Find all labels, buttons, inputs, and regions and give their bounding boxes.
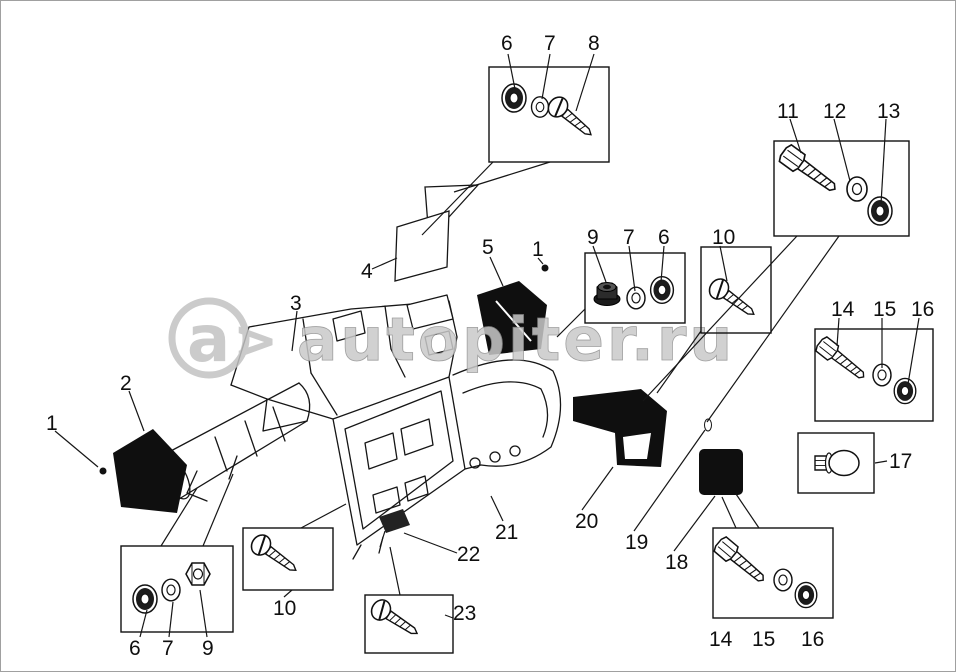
callout-top-8: 8 [588,32,600,55]
cover-part-18 [699,449,743,495]
callout-top-6: 6 [501,32,513,55]
fastener-point-left [99,467,107,475]
washer-icon [626,286,646,310]
inset-box-bottom-left-nut-set [120,545,234,633]
inset-box-mid-right-bolt-set [814,328,934,422]
leader-lines [54,53,920,638]
callout-4: 4 [361,260,373,283]
glass-part-4 [394,210,450,282]
washer-icon [773,568,793,592]
clip-part-22 [379,509,410,533]
callout-10-bottom: 10 [273,597,297,620]
watermark: a > autopiter.ru [168,297,735,379]
panel-drawing [159,294,562,560]
callout-1-center: 1 [532,238,544,261]
panel-black-parts [99,184,743,548]
callout-15-right: 15 [873,298,897,321]
inset-box-knob [797,432,875,494]
washer-icon [501,83,527,113]
bolt-icon [711,534,770,589]
inset-box-center-screw [700,246,772,334]
flange-nut-icon [893,377,917,405]
washer-icon [794,581,818,609]
inset-box-top-screw-set [488,66,610,163]
inset-box-upper-right-bolt-set [773,140,910,237]
watermark-logo-arrow-icon: > [233,309,278,372]
callout-23: 23 [453,602,477,625]
callout-14-right: 14 [831,298,855,321]
callout-15-bottom: 15 [752,628,776,651]
callout-3: 3 [290,292,302,315]
bolt-icon [776,142,842,199]
lock-washer-icon [530,96,550,118]
callout-2: 2 [120,372,132,395]
screw-icon [543,92,599,144]
callout-17: 17 [889,450,913,473]
watermark-logo-circle [168,297,250,379]
callout-20: 20 [575,510,599,533]
callout-18: 18 [665,551,689,574]
watermark-text: autopiter.ru [297,305,735,375]
callout-13: 13 [877,100,901,123]
callout-11: 11 [777,100,799,123]
watermark-logo-a: a [187,303,230,377]
screw-icon [366,595,424,644]
flange-nut-icon [593,282,621,306]
nut-icon [185,562,211,586]
inset-box-bottom-screw [242,527,334,591]
callout-7-bottom: 7 [162,637,174,660]
washer-icon [867,196,893,226]
knob-icon [814,449,860,477]
washer-icon [649,275,675,305]
callout-12: 12 [823,100,847,123]
inset-box-clip-screw [364,594,454,654]
screw-icon [246,530,303,580]
washer-icon [161,578,181,602]
bolt-icon [813,334,870,385]
callout-5: 5 [482,236,494,259]
inset-boxes [120,66,934,654]
callout-9: 9 [587,226,599,249]
callout-21: 21 [495,521,519,544]
callout-19: 19 [625,531,649,554]
callout-6-center: 6 [658,226,670,249]
callout-16-right: 16 [911,298,935,321]
callout-9-bottom: 9 [202,637,214,660]
pin-part-19 [704,418,712,432]
callout-22: 22 [457,543,481,566]
callout-14-bottom: 14 [709,628,733,651]
callout-7-center: 7 [623,226,635,249]
callout-1-left: 1 [46,412,58,435]
inset-box-center-nut-set [584,252,686,324]
callout-10-top: 10 [712,226,736,249]
callout-top-7: 7 [544,32,556,55]
cover-part-20 [573,389,667,467]
callout-6-bottom: 6 [129,637,141,660]
fastener-point-center [541,264,549,272]
cover-part-2 [113,429,187,513]
washer-icon [132,584,158,614]
inset-box-bottom-right-bolt-set [712,527,834,619]
callout-16-bottom: 16 [801,628,825,651]
